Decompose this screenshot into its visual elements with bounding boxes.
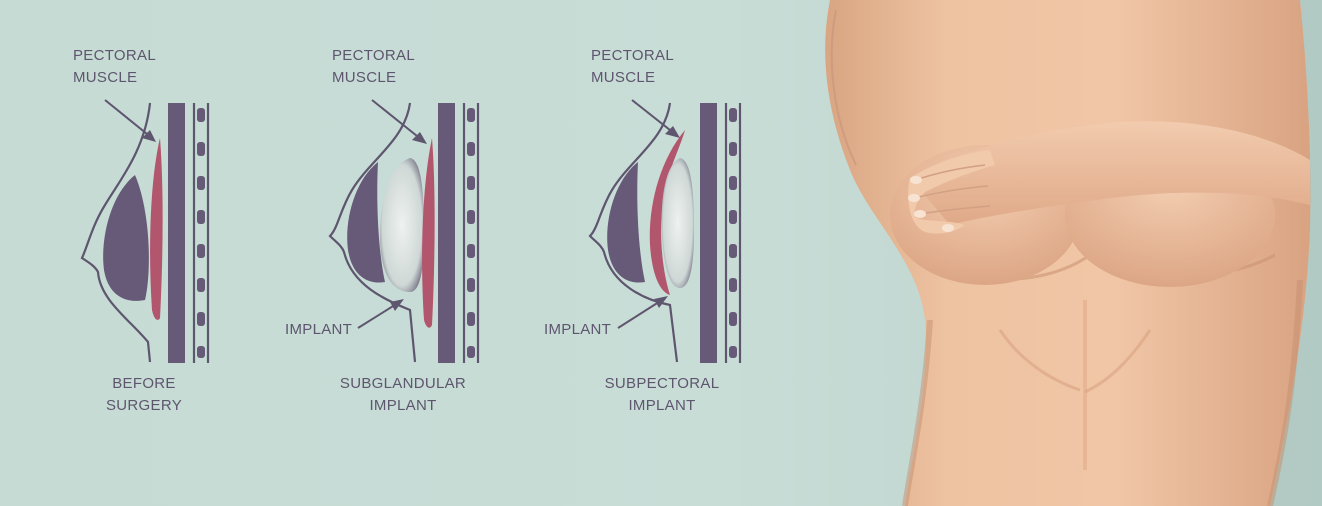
before-surgery-cross-section — [80, 99, 210, 363]
arm — [910, 121, 1310, 225]
pectoral-muscle — [150, 138, 163, 320]
pectoral-muscle-label: PECTORAL MUSCLE — [73, 47, 156, 86]
hand — [908, 150, 995, 234]
implant-label: IMPLANT — [285, 321, 353, 338]
gland — [103, 175, 149, 301]
subpectoral-cross-section — [588, 99, 742, 363]
diagram-caption: SUBGLANDULAR IMPLANT — [339, 375, 467, 414]
diagram-subglandular: PECTORAL MUSCLE IMPLANT SUBGLANDULAR IMP… — [260, 0, 510, 506]
pectoral-muscle-label: PECTORAL MUSCLE — [591, 47, 674, 86]
implant — [380, 158, 424, 292]
gland — [607, 162, 645, 283]
implant — [661, 158, 694, 288]
diagram-before-surgery: PECTORAL MUSCLE BEFORE SURGERY — [0, 0, 250, 506]
pectoral-muscle — [649, 130, 685, 295]
implant-label: IMPLANT — [544, 321, 612, 338]
diagram-caption: BEFORE SURGERY — [105, 375, 182, 414]
diagram-caption: SUBPECTORAL IMPLANT — [604, 375, 720, 414]
pectoral-muscle — [422, 138, 435, 328]
pectoral-muscle-label: PECTORAL MUSCLE — [332, 47, 415, 86]
gland — [347, 162, 385, 283]
diagram-subpectoral: PECTORAL MUSCLE IMPLANT SUBPECTORAL IMPL… — [520, 0, 770, 506]
subglandular-cross-section — [328, 99, 480, 363]
